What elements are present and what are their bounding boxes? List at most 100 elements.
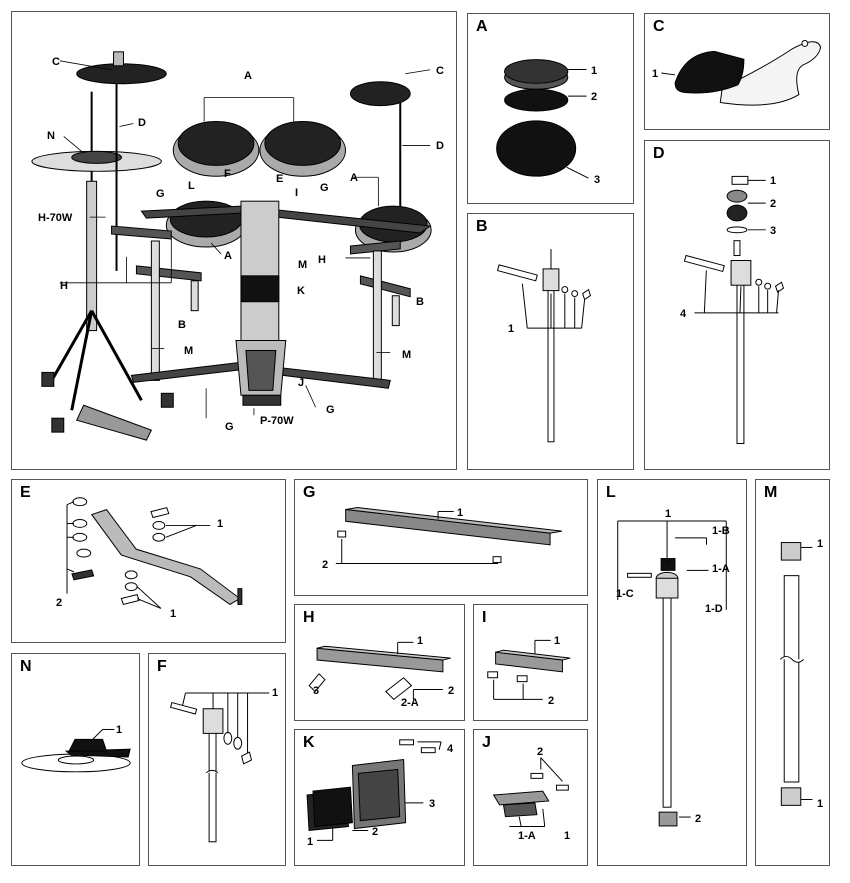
part-h-callout-3: 3	[313, 685, 320, 697]
part-i-label: I	[482, 609, 487, 626]
part-a-callout-1: 1	[591, 65, 598, 77]
part-b-label: B	[476, 218, 488, 235]
part-l-callout-1b: 1-B	[712, 525, 730, 537]
part-j-label: J	[482, 734, 491, 751]
part-a-callout-2: 2	[591, 91, 598, 103]
part-b-callout-1: 1	[508, 323, 515, 335]
part-k-label: K	[303, 734, 315, 751]
part-a-label: A	[476, 18, 488, 35]
part-d-callout-2: 2	[770, 198, 777, 210]
part-k-panel: K 4 3 1 2	[294, 729, 465, 866]
part-i-drawing	[487, 639, 571, 700]
callout-i: I	[295, 187, 299, 199]
callout-g-top: G	[320, 182, 329, 194]
part-l-callout-1a: 1-A	[712, 563, 730, 575]
part-f-panel: F 1	[148, 653, 286, 866]
part-i-callout-1: 1	[554, 635, 561, 647]
part-g-label: G	[303, 484, 316, 501]
callout-k: K	[297, 285, 305, 297]
part-l-callout-1: 1	[665, 508, 672, 520]
callout-m-right: M	[402, 349, 412, 361]
part-l-label: L	[606, 484, 616, 501]
callout-a-mid: A	[224, 250, 232, 262]
part-h-drawing	[308, 641, 451, 701]
callout-d-right: D	[436, 140, 444, 152]
part-g-drawing	[335, 507, 562, 565]
part-h-panel: H 1 3 2 2-A	[294, 604, 465, 721]
callout-f: F	[224, 168, 231, 180]
part-g-callout-2: 2	[322, 559, 329, 571]
part-k-callout-3: 3	[429, 798, 436, 810]
part-l-panel: L 1 1-B 1-A 1-C 1-D 2	[597, 479, 747, 866]
part-l-callout-1d: 1-D	[705, 603, 723, 615]
part-f-drawing	[170, 692, 270, 843]
part-i-callout-2: 2	[548, 695, 555, 707]
part-c-callout-1: 1	[652, 68, 659, 80]
part-h-callout-1: 1	[417, 635, 424, 647]
callout-m-left: M	[184, 345, 194, 357]
part-h-label: H	[303, 609, 315, 626]
part-d-callout-3: 3	[770, 225, 777, 237]
part-d-callout-1: 1	[770, 175, 777, 187]
part-h-callout-2: 2	[448, 685, 455, 697]
callout-n: N	[47, 130, 55, 142]
callout-m-mid: M	[298, 259, 308, 271]
part-n-label: N	[20, 658, 32, 675]
part-a-drawing	[496, 59, 589, 179]
callout-p70w: P-70W	[260, 415, 294, 427]
callout-h-right: H	[318, 254, 326, 266]
part-d-drawing	[683, 175, 785, 444]
callout-d-left: D	[138, 117, 146, 129]
part-e-callout-1a: 1	[217, 518, 224, 530]
part-f-callout-1: 1	[272, 687, 279, 699]
part-a-callout-3: 3	[594, 174, 601, 186]
callout-g-left: G	[156, 188, 165, 200]
part-k-callout-1: 1	[307, 836, 314, 848]
callout-a-right: A	[350, 172, 358, 184]
part-e-panel: E 1 1 2	[11, 479, 286, 643]
part-b-panel: B 1	[467, 213, 634, 470]
callout-j: J	[298, 377, 305, 389]
part-n-panel: N 1	[11, 653, 140, 866]
part-j-callout-1: 1	[564, 830, 571, 842]
part-h-callout-2a: 2-A	[401, 697, 419, 709]
part-i-panel: I 1 2	[473, 604, 588, 721]
part-a-panel: A 1 2 3	[467, 13, 634, 204]
main-assembly-panel: A C C D D N E F L I G A G H-70W A M H H …	[11, 11, 457, 470]
part-j-drawing	[492, 757, 569, 827]
part-e-drawing	[66, 497, 243, 609]
part-e-callout-2: 2	[56, 597, 63, 609]
part-k-callout-4: 4	[447, 743, 454, 755]
part-n-callout-1: 1	[116, 724, 123, 736]
part-j-callout-1a: 1-A	[518, 830, 536, 842]
callout-g-mid: G	[326, 404, 335, 416]
part-e-label: E	[20, 484, 31, 501]
part-d-panel: D 1 2 3 4	[644, 140, 830, 470]
part-k-drawing	[306, 739, 442, 841]
callout-b-left: B	[178, 319, 186, 331]
callout-c-right: C	[436, 65, 444, 77]
part-k-callout-2: 2	[372, 826, 379, 838]
callout-a-top: A	[244, 70, 252, 82]
part-d-callout-4: 4	[680, 308, 687, 320]
part-e-callout-1b: 1	[170, 608, 177, 620]
part-m-drawing	[779, 542, 813, 806]
callout-e: E	[276, 173, 284, 185]
callout-c-left: C	[52, 56, 60, 68]
part-l-callout-1c: 1-C	[616, 588, 634, 600]
part-m-label: M	[764, 484, 778, 501]
part-c-label: C	[653, 18, 665, 35]
part-b-drawing	[496, 249, 592, 443]
callout-h70w: H-70W	[38, 212, 73, 224]
part-m-panel: M 1 1	[755, 479, 830, 866]
part-c-drawing	[661, 40, 822, 106]
part-d-label: D	[653, 145, 665, 162]
main-assembly-drawing	[31, 51, 432, 441]
part-g-panel: G 1 2	[294, 479, 588, 596]
part-m-callout-1b: 1	[817, 798, 824, 810]
callout-g-bottom: G	[225, 421, 234, 433]
part-m-callout-1a: 1	[817, 538, 824, 550]
part-j-panel: J 2 1-A 1	[473, 729, 588, 866]
part-n-drawing	[21, 728, 131, 773]
part-g-callout-1: 1	[457, 507, 464, 519]
